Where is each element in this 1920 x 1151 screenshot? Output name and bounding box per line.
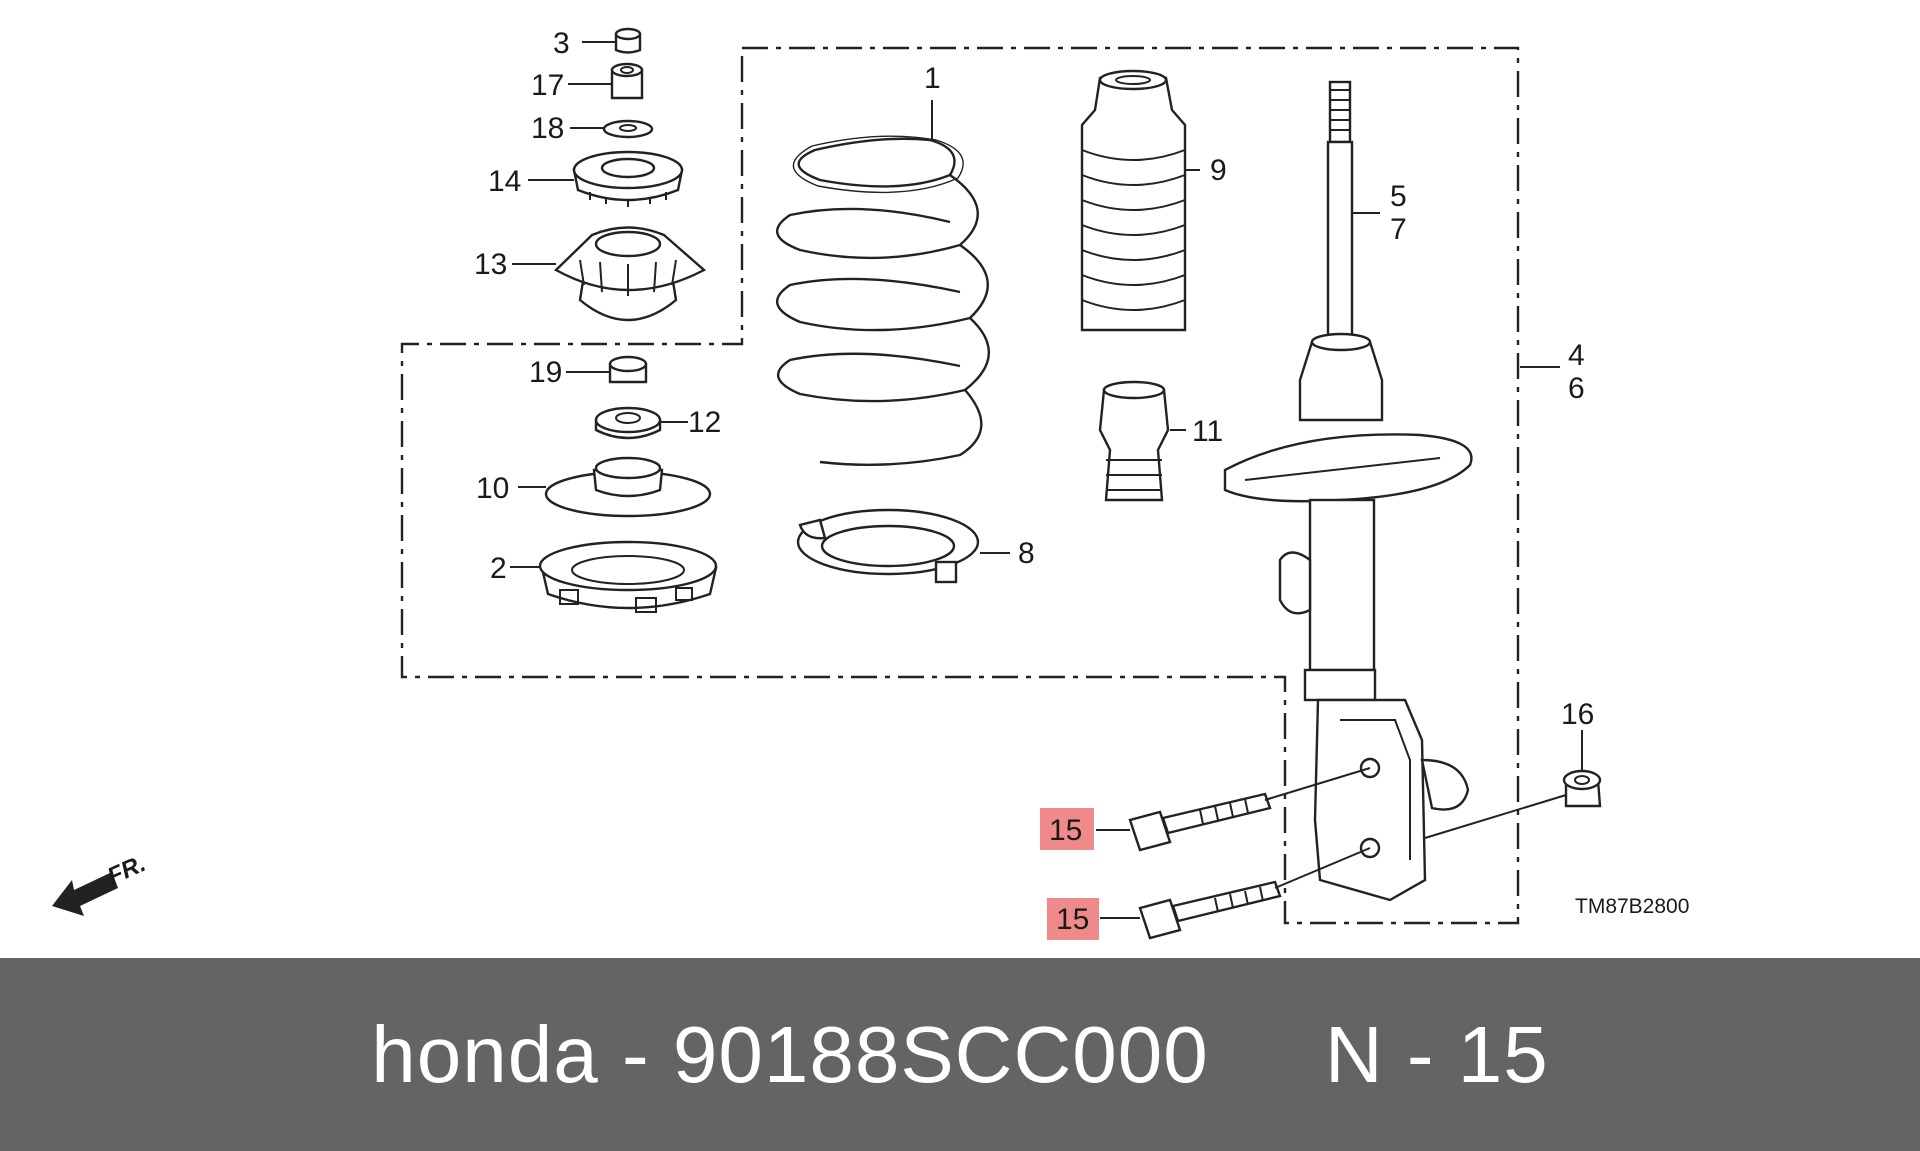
part-9-dust-boot[interactable]	[1080, 69, 1187, 332]
part-15-bolt-upper[interactable]	[1128, 792, 1272, 852]
label-part-7: 7	[1390, 213, 1407, 246]
leader-lines	[510, 41, 1583, 919]
suspension-exploded-view: 3 17 18 14 13 19 12 10 2 1 8 9 11 5 7 4 …	[52, 27, 1689, 940]
highlight-box-upper	[1040, 808, 1094, 850]
part-13-strut-mount[interactable]	[554, 226, 707, 322]
part-11-bump-stop[interactable]	[1098, 380, 1170, 502]
label-part-11: 11	[1192, 415, 1223, 448]
footer-bar: honda - 90188SCC000 N - 15	[0, 958, 1920, 1151]
label-part-12: 12	[688, 406, 721, 439]
part-1-coil-spring[interactable]	[775, 135, 990, 466]
part-19-nut[interactable]	[608, 355, 648, 384]
label-part-6: 6	[1568, 372, 1585, 405]
label-part-16: 16	[1561, 698, 1594, 731]
part-15-bolt-lower[interactable]	[1138, 880, 1282, 940]
part-8-lower-insulator[interactable]	[796, 508, 980, 584]
part-14-bearing[interactable]	[572, 150, 684, 207]
assembly-boundary	[400, 46, 1520, 925]
parts-diagram: 3 17 18 14 13 19 12 10 2 1 8 9 11 5 7 4 …	[52, 27, 1689, 940]
label-part-5: 5	[1390, 180, 1407, 213]
label-part-19: 19	[529, 356, 562, 389]
part-2-spring-rubber[interactable]	[538, 540, 718, 613]
part-16-flange-nut[interactable]	[1562, 769, 1602, 808]
part-17-nut[interactable]	[610, 62, 644, 100]
diagram-code: TM87B2800	[1575, 895, 1689, 918]
label-part-15-lower: 15	[1056, 903, 1089, 936]
label-part-18: 18	[531, 112, 564, 145]
label-part-2: 2	[490, 552, 507, 585]
label-part-1: 1	[924, 62, 941, 95]
label-part-15-upper: 15	[1049, 814, 1082, 847]
front-arrow-icon	[52, 872, 118, 916]
part-4-6-strut-assembly[interactable]	[1223, 80, 1473, 902]
label-part-3: 3	[553, 27, 570, 60]
part-12-bushing[interactable]	[594, 406, 662, 440]
label-part-9: 9	[1210, 154, 1227, 187]
front-direction-indicator: FR.	[52, 850, 150, 916]
label-part-14: 14	[488, 165, 521, 198]
label-part-8: 8	[1018, 537, 1035, 570]
part-number-caption: honda - 90188SCC000 N - 15	[371, 1009, 1549, 1099]
label-part-13: 13	[474, 248, 507, 281]
highlight-box-lower	[1047, 898, 1099, 940]
label-part-4: 4	[1568, 339, 1585, 372]
part-18-washer[interactable]	[602, 119, 654, 139]
label-part-17: 17	[531, 69, 564, 102]
part-10-spring-seat[interactable]	[544, 456, 712, 518]
label-part-10: 10	[476, 472, 509, 505]
part-3-cap[interactable]	[614, 27, 642, 54]
